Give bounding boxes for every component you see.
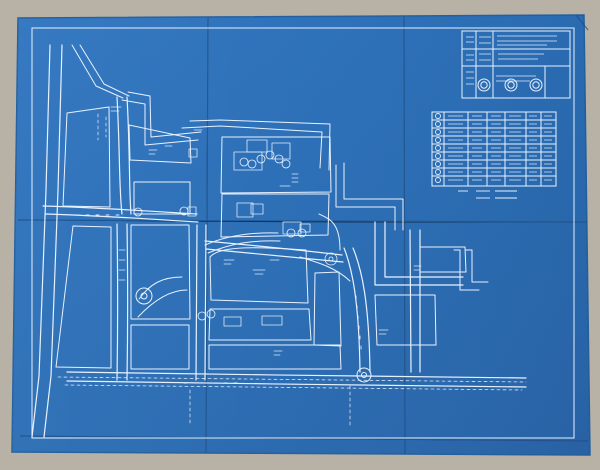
seal-icon: [477, 78, 491, 92]
title-block: [461, 30, 571, 99]
upper-left-streets: [71, 44, 331, 171]
drawing-border: [31, 27, 575, 439]
circle-icon: [435, 145, 441, 151]
curved-streets: [137, 232, 351, 318]
site-plan: [31, 44, 527, 438]
circle-icon: [435, 177, 441, 183]
legend-table: [431, 111, 557, 187]
legend-table-marks: [448, 115, 552, 181]
circle-icon: [435, 113, 441, 119]
trees: [133, 150, 338, 321]
circle-icon: [435, 161, 441, 167]
paper-sheet: [11, 14, 591, 456]
lane-markings: [75, 214, 362, 384]
circle-icon: [435, 153, 441, 159]
buildings: [187, 139, 311, 327]
circle-icon: [435, 169, 441, 175]
legend-symbols: [435, 113, 441, 183]
map-marks: [110, 106, 422, 356]
right-edge-structures: [335, 162, 489, 291]
legend-key: [458, 190, 517, 199]
circle-icon: [435, 121, 441, 127]
seal-icon: [529, 78, 543, 92]
title-block-marks: [466, 35, 557, 85]
seal-icon: [504, 78, 518, 92]
roundabout: [135, 287, 372, 383]
dimension-lines: [57, 113, 527, 426]
city-blocks: [55, 106, 467, 370]
circle-icon: [435, 137, 441, 143]
circle-icon: [435, 129, 441, 135]
